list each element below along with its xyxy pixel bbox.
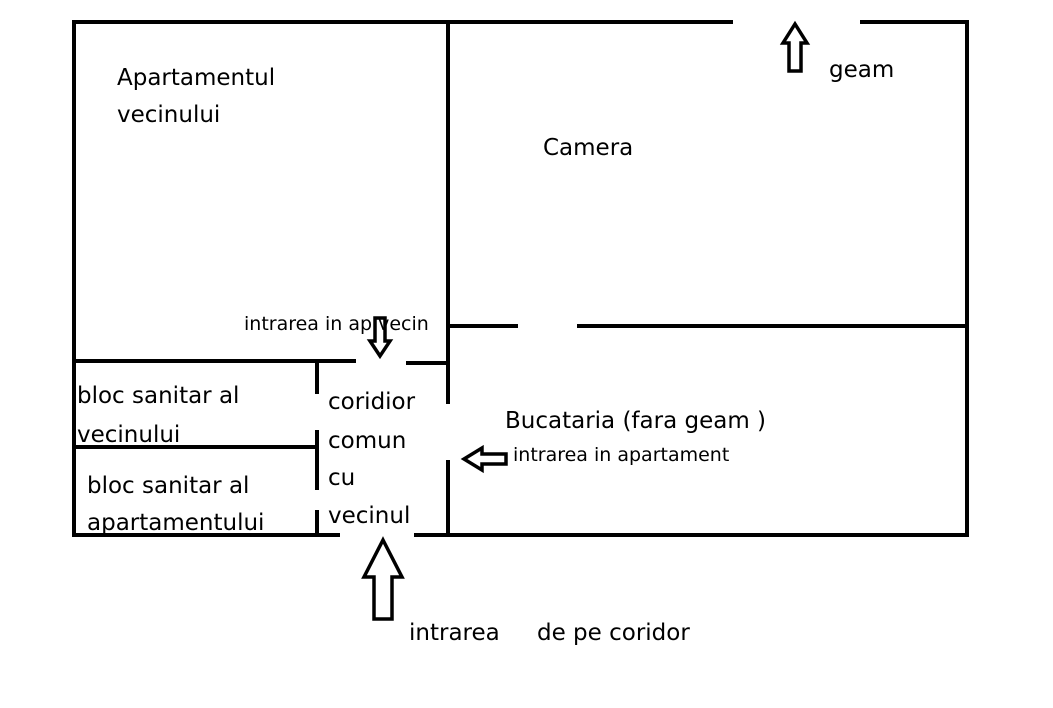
corridor-label-line1: coridior — [328, 389, 416, 415]
corridor-label-line2: comun — [328, 428, 406, 454]
neighbor-bathroom-label-line2: vecinului — [77, 422, 180, 448]
apartment-bathroom-label-line2: apartamentului — [87, 510, 264, 536]
apartment-bathroom-label-line1: bloc sanitar al — [87, 473, 249, 499]
kitchen-label: Bucataria (fara geam ) — [505, 408, 766, 434]
corridor-entrance-label-part1: intrarea — [409, 620, 500, 646]
neighbor-apartment-label-line1: Apartamentul — [117, 65, 275, 91]
corridor-label-line4: vecinul — [328, 503, 410, 529]
arrow-up-icon — [779, 20, 811, 73]
arrow-down-icon — [366, 316, 394, 360]
arrow-up-icon — [361, 536, 405, 621]
arrow-left-icon — [460, 444, 508, 474]
neighbor-entrance-label: intrarea in ap vecin — [244, 313, 429, 335]
corridor-label-line3: cu — [328, 465, 355, 491]
walls — [72, 20, 969, 537]
neighbor-apartment-label-line2: vecinului — [117, 102, 220, 128]
room-label: Camera — [543, 135, 633, 161]
neighbor-bathroom-label-line1: bloc sanitar al — [77, 383, 239, 409]
apartment-entrance-label: intrarea in apartament — [513, 444, 729, 466]
corridor-entrance-label-part2: de pe coridor — [537, 620, 690, 646]
window-label: geam — [829, 57, 894, 83]
